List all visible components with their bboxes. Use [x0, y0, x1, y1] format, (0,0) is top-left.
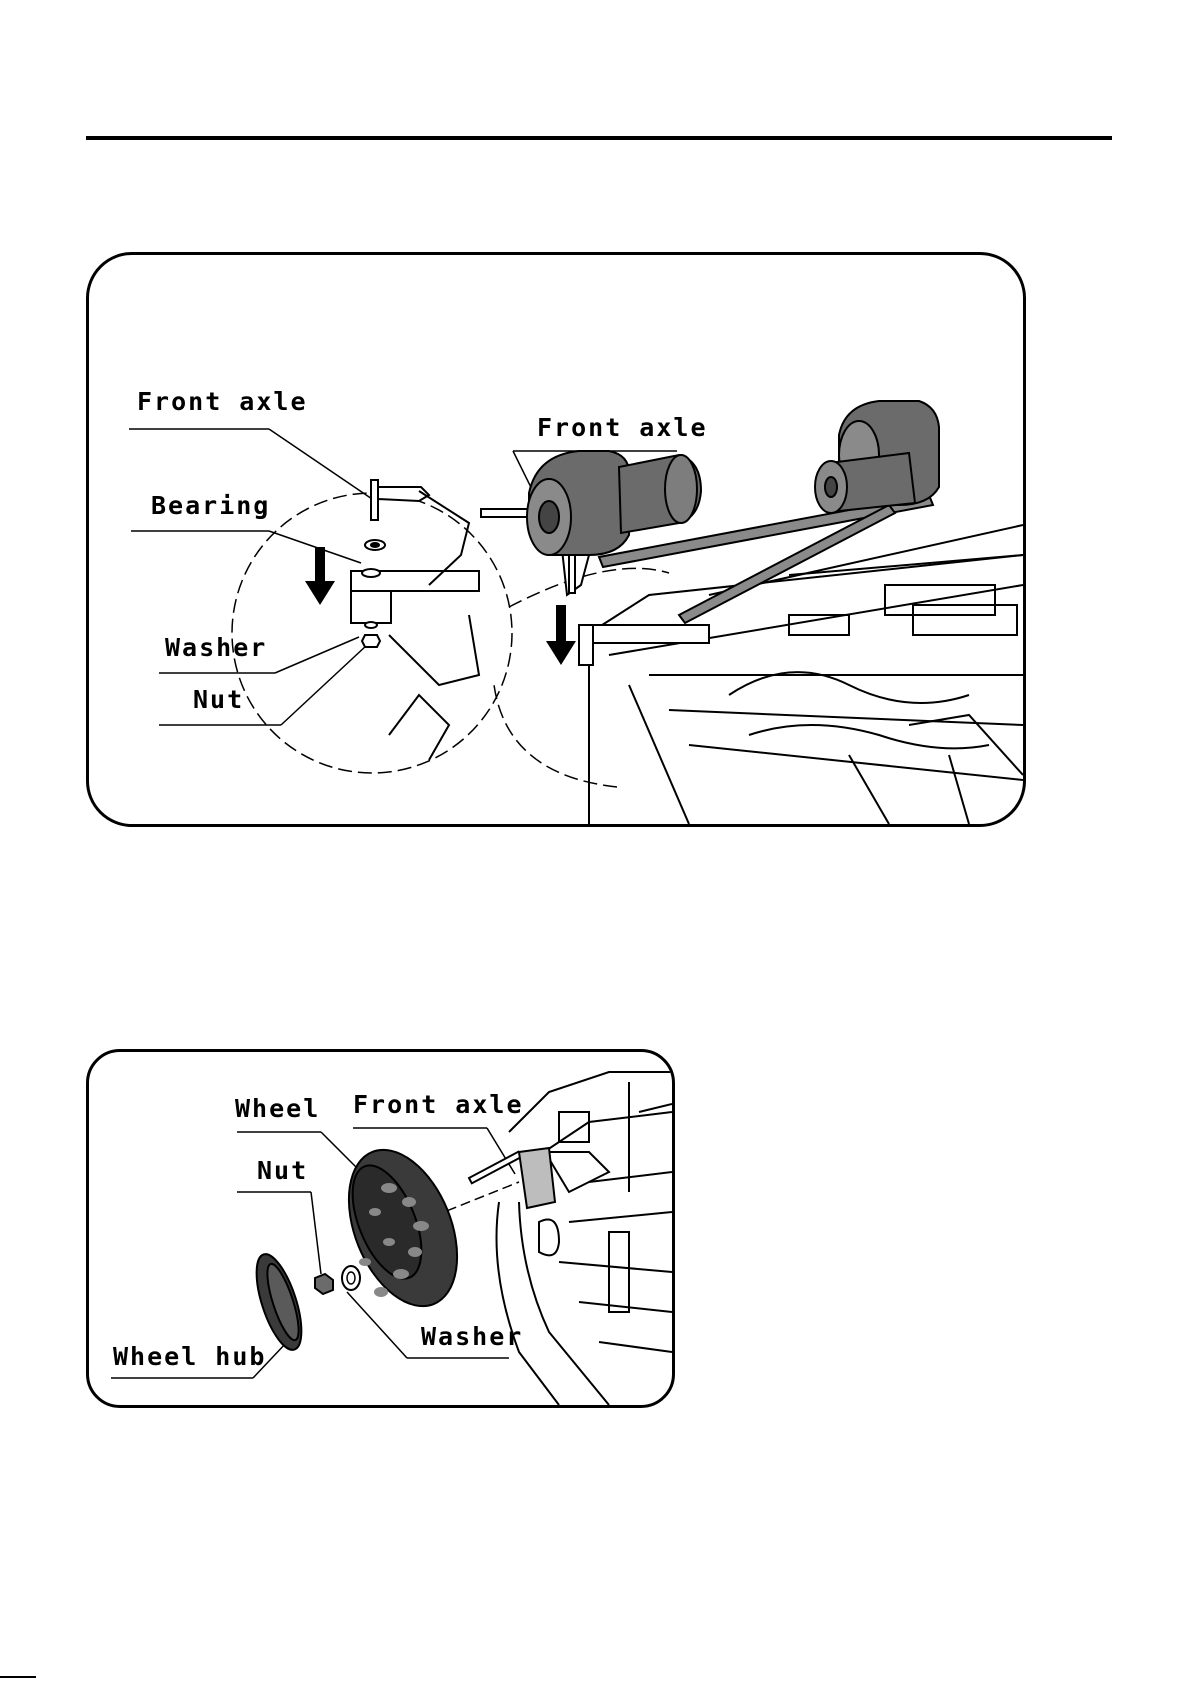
page-footer-fragment [0, 1676, 36, 1687]
label-front-axle-detail: Front axle [137, 389, 308, 414]
label-wheel-hub: Wheel hub [113, 1344, 266, 1369]
figure-wheel-install: Wheel Front axle Nut Washer Wheel hub [86, 1049, 675, 1408]
label-front-axle-wheel: Front axle [353, 1092, 524, 1117]
label-wheel: Wheel [235, 1096, 320, 1121]
label-nut-wheel: Nut [257, 1158, 308, 1183]
label-bearing: Bearing [151, 493, 270, 518]
label-washer-wheel: Washer [421, 1324, 523, 1349]
front-axle-illustration [89, 255, 1023, 824]
label-nut-detail: Nut [193, 687, 244, 712]
header-rule [86, 136, 1112, 140]
label-washer-detail: Washer [165, 635, 267, 660]
label-front-axle-main: Front axle [537, 415, 708, 440]
figure-front-axle-install: Front axle Bearing Washer Nut Front axle [86, 252, 1026, 827]
